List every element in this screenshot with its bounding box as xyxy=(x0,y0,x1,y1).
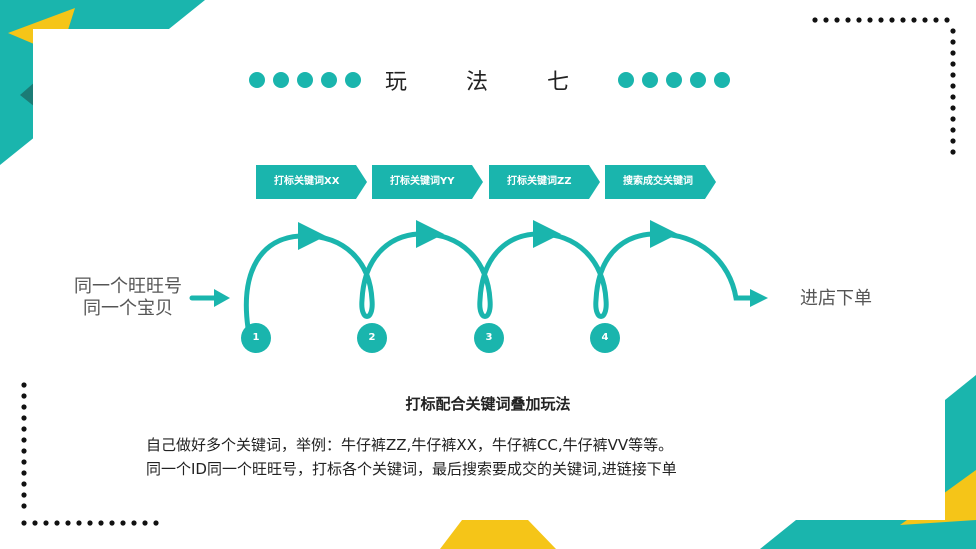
decor-dot xyxy=(21,492,27,498)
decor-dot xyxy=(142,520,148,526)
decor-dot xyxy=(950,61,956,67)
subtitle: 打标配合关键词叠加玩法 xyxy=(405,395,571,413)
decor-dot xyxy=(950,94,956,100)
left-text-line-2: 同一个宝贝 xyxy=(83,298,173,319)
decor-dot xyxy=(950,105,956,111)
step-label-2: 打标关键词YY xyxy=(390,176,455,187)
decor-dot xyxy=(131,520,137,526)
decor-dot xyxy=(21,404,27,410)
decor-dot xyxy=(21,393,27,399)
decor-dot xyxy=(812,17,818,23)
decor-dot xyxy=(834,17,840,23)
step-arrow-3 xyxy=(489,165,600,199)
decor-dot xyxy=(845,17,851,23)
decor-dot xyxy=(21,415,27,421)
decor-dot xyxy=(823,17,829,23)
decor-dot xyxy=(153,520,159,526)
decor-dot xyxy=(21,520,27,526)
decor-dot xyxy=(54,520,60,526)
flow-arrowhead-4 xyxy=(650,220,678,248)
step-number-2: 2 xyxy=(357,323,387,353)
page-title: 玩 法 七 xyxy=(385,70,595,95)
decor-dot xyxy=(21,503,27,509)
loop-2 xyxy=(297,231,421,319)
entry-arrowhead xyxy=(214,289,230,307)
decor-dot xyxy=(867,17,873,23)
decor-dot xyxy=(32,520,38,526)
decor-dot xyxy=(950,149,956,155)
step-arrow-1 xyxy=(256,165,367,199)
decor-dot xyxy=(21,382,27,388)
decor-dot xyxy=(21,437,27,443)
decor-dot xyxy=(922,17,928,23)
decor-dot xyxy=(911,17,917,23)
decor-dot xyxy=(856,17,862,23)
yellow-shape-bottom xyxy=(440,520,556,549)
decor-dot xyxy=(65,520,71,526)
decor-dot xyxy=(950,39,956,45)
description-line-2: 同一个ID同一个旺旺号，打标各个关键词，最后搜索要成交的关键词,进链接下单 xyxy=(146,460,677,478)
flow-arrowhead-3 xyxy=(533,220,561,248)
decor-dot xyxy=(950,138,956,144)
step-arrow-2 xyxy=(372,165,483,199)
decor-dot xyxy=(43,520,49,526)
decor-dot xyxy=(76,520,82,526)
decor-dot xyxy=(878,17,884,23)
step-label-3: 打标关键词ZZ xyxy=(507,176,572,187)
exit-arrowhead xyxy=(750,289,768,307)
title-dots-left xyxy=(249,72,361,88)
decor-dot xyxy=(21,448,27,454)
decor-dot xyxy=(950,28,956,34)
decor-dot xyxy=(950,83,956,89)
title-dots-right xyxy=(618,72,730,88)
left-text-line-1: 同一个旺旺号 xyxy=(74,276,182,297)
left-text: 同一个旺旺号 同一个宝贝 xyxy=(58,276,198,320)
flow-arrowhead-2 xyxy=(416,220,444,248)
dotted-corner-top-right xyxy=(812,17,956,155)
description-line-1: 自己做好多个关键词，举例：牛仔裤ZZ,牛仔裤XX，牛仔裤CC,牛仔裤VV等等。 xyxy=(146,436,674,454)
step-number-3: 3 xyxy=(474,323,504,353)
decor-dot xyxy=(21,459,27,465)
step-arrow-4 xyxy=(605,165,716,199)
decor-dot xyxy=(950,72,956,78)
decor-dot xyxy=(98,520,104,526)
content-card xyxy=(33,29,945,520)
loop-1-rise xyxy=(243,233,303,331)
step-number-4: 4 xyxy=(590,323,620,353)
decor-dot xyxy=(120,520,126,526)
step-label-4: 搜索成交关键词 xyxy=(623,176,693,187)
decor-dot xyxy=(109,520,115,526)
decor-dot xyxy=(889,17,895,23)
decor-dot xyxy=(21,481,27,487)
decor-dot xyxy=(933,17,939,23)
decor-dot xyxy=(900,17,906,23)
flow-arrowhead-1 xyxy=(298,222,326,250)
dotted-corner-bottom-left xyxy=(21,382,159,526)
decor-dot xyxy=(950,116,956,122)
loop-3 xyxy=(415,231,538,319)
decor-dot xyxy=(950,50,956,56)
step-number-1: 1 xyxy=(241,323,271,353)
decor-dot xyxy=(87,520,93,526)
decor-dot xyxy=(944,17,950,23)
loop-4 xyxy=(532,231,655,319)
right-text: 进店下单 xyxy=(800,288,872,309)
loop-exit xyxy=(649,231,755,301)
decor-dot xyxy=(950,127,956,133)
decor-dot xyxy=(21,470,27,476)
decor-dot xyxy=(21,426,27,432)
step-label-1: 打标关键词XX xyxy=(274,176,340,187)
